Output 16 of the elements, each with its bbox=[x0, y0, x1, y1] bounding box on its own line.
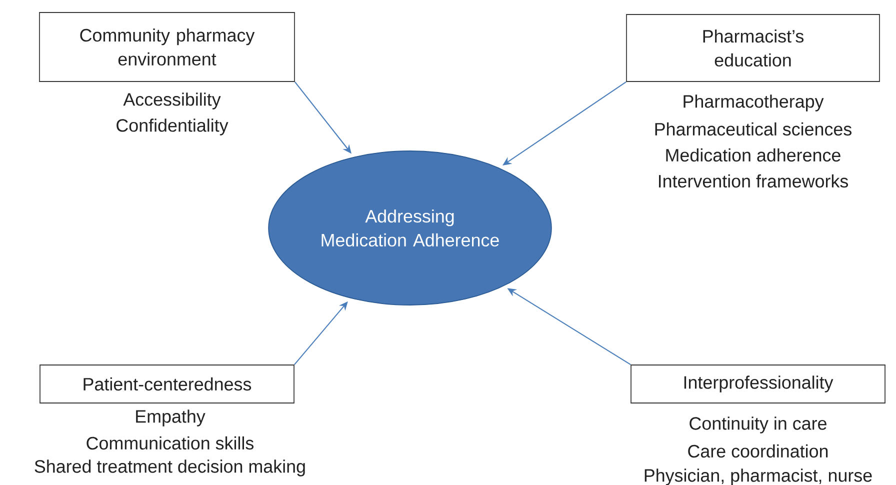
category-box: Interprofessionality bbox=[630, 364, 886, 404]
attribute-text: Pharmaceutical sciences bbox=[655, 122, 852, 136]
attribute-text: Intervention frameworks bbox=[658, 174, 848, 188]
category-box: Patient-centeredness bbox=[40, 364, 294, 404]
attribute-text: Communication skills bbox=[86, 436, 254, 450]
attribute-text: Physician, pharmacist, nurse bbox=[644, 468, 872, 485]
attribute-text: Continuity in care bbox=[690, 416, 826, 434]
attribute-text: Confidentiality bbox=[116, 118, 228, 136]
attribute-text: Shared treatment decision making bbox=[34, 460, 305, 476]
category-box: Pharmacist’s education bbox=[626, 14, 880, 82]
attribute-text: Care coordination bbox=[688, 444, 828, 458]
attribute-text: Accessibility bbox=[123, 92, 221, 110]
attribute-text: Empathy bbox=[136, 410, 206, 426]
category-box: Community pharmacy environment bbox=[39, 12, 295, 82]
attribute-text: Pharmacotherapy bbox=[684, 94, 824, 112]
attribute-text: Medication adherence bbox=[666, 148, 840, 162]
